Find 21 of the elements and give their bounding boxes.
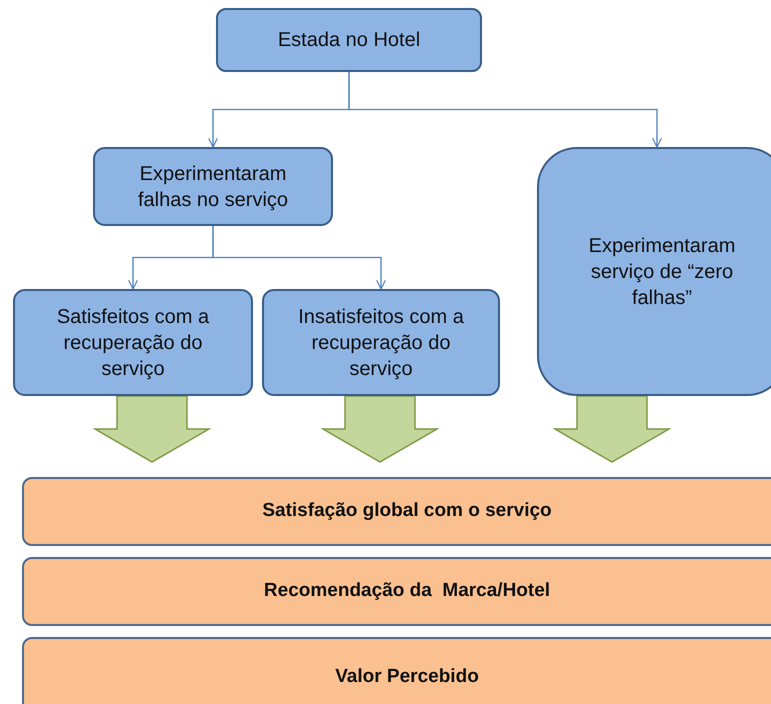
process-box <box>262 289 500 396</box>
arrow <box>348 72 662 148</box>
block-arrow <box>320 395 440 463</box>
node-label: Recomendação da Marca/Hotel <box>264 579 550 604</box>
node-label: Satisfação global com o serviço <box>262 499 552 524</box>
process-box <box>93 147 333 226</box>
node-label: Experimentaram serviço de “zero falhas” <box>588 234 736 310</box>
arrow <box>212 226 386 290</box>
node-label: Valor Percebido <box>335 664 479 689</box>
outcome-band <box>22 557 771 626</box>
node-label: Insatisfeitos com a recuperação do serviço <box>297 304 465 382</box>
node-label: Experimentaram falhas no serviço <box>136 162 290 212</box>
node-label: Estada no Hotel <box>278 28 420 53</box>
outcome-band <box>22 477 771 546</box>
process-box <box>537 147 771 396</box>
outcome-band <box>22 637 771 704</box>
process-box <box>216 8 482 72</box>
node-label: Satisfeitos com a recuperação do serviço <box>56 304 210 382</box>
block-arrow <box>92 395 212 463</box>
block-arrow <box>552 395 672 463</box>
process-box <box>13 289 253 396</box>
